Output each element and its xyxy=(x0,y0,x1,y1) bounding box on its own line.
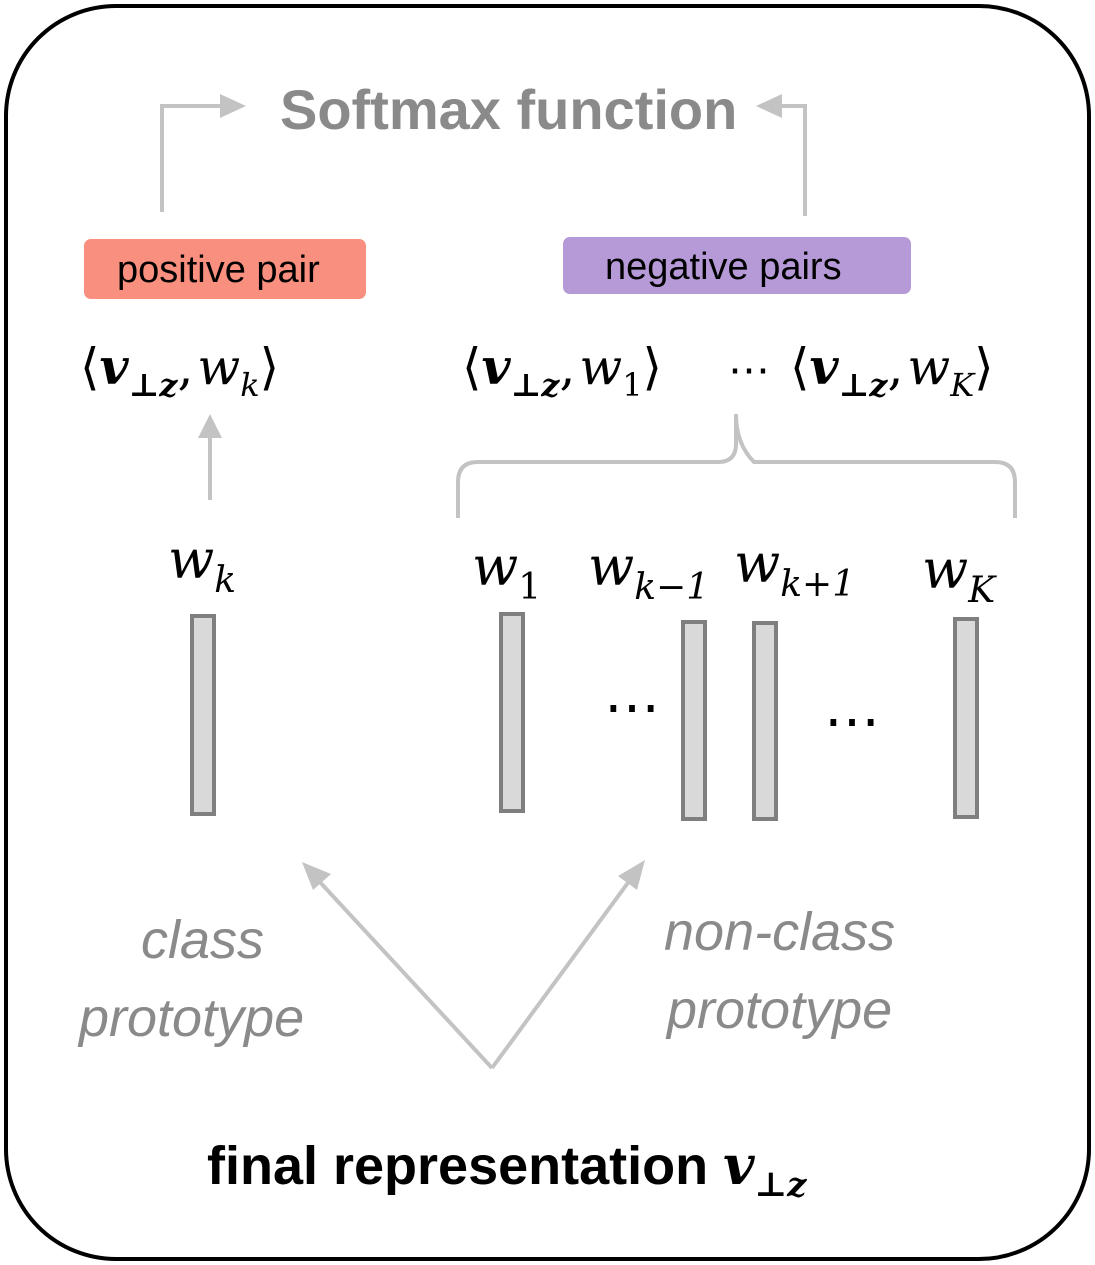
positive-pair-label: positive pair xyxy=(117,249,320,291)
class-prototype-label-line2: prototype xyxy=(77,988,304,1048)
final-representation-label: final representation v⊥z xyxy=(207,1133,807,1205)
prototype-bar-wkp1 xyxy=(752,621,778,821)
negative-pairs-label: negative pairs xyxy=(605,246,842,288)
negative-pairs-tag xyxy=(563,237,911,294)
prototype-bar-w1 xyxy=(499,612,525,813)
softmax-label: Softmax function xyxy=(280,78,737,141)
prototype-label-wk: wk xyxy=(168,528,236,601)
negative-pair-ellipsis: ⋯ xyxy=(728,345,770,394)
diagram-frame xyxy=(4,4,1091,1261)
positive-to-softmax-arrow xyxy=(160,104,222,212)
final-to-nonclass-arrow xyxy=(490,878,632,1070)
prototype-bar-wK xyxy=(953,617,979,819)
class-prototype-label-line1: class xyxy=(141,910,264,970)
nonclass-prototype-label-line1: non-class xyxy=(664,902,895,962)
positive-pair-tag xyxy=(84,239,366,299)
prototype-label-w1: w1 xyxy=(472,535,541,608)
prototype-label-wkp1: wk+1 xyxy=(734,532,855,605)
negative-pair-formula-last: ⟨v⊥z,wK⟩ xyxy=(790,337,994,404)
final-to-class-arrowhead xyxy=(302,862,331,890)
prototype-ellipsis-left: ⋯ xyxy=(604,675,660,740)
positive-pair-formula: ⟨v⊥z,wk⟩ xyxy=(80,337,279,404)
prototype-ellipsis-right: ⋯ xyxy=(824,689,880,754)
negative-to-softmax-arrowhead xyxy=(756,94,782,118)
prototype-bar-wkm1 xyxy=(681,620,707,821)
nonclass-prototype-label-line2: prototype xyxy=(665,980,892,1040)
prototype-label-wkm1: wk−1 xyxy=(588,535,709,608)
negative-to-softmax-arrow xyxy=(780,104,807,216)
prototype-label-wK: wK xyxy=(922,538,997,611)
final-to-class-arrow xyxy=(316,878,494,1070)
negative-pair-formula-first: ⟨v⊥z,w1⟩ xyxy=(462,337,662,404)
class-prototype-up-arrowhead xyxy=(198,414,222,438)
negative-prototypes-brace xyxy=(456,413,1017,518)
prototype-bar-wk xyxy=(190,614,216,816)
positive-to-softmax-arrowhead xyxy=(220,94,246,118)
final-to-nonclass-arrowhead xyxy=(618,860,645,890)
